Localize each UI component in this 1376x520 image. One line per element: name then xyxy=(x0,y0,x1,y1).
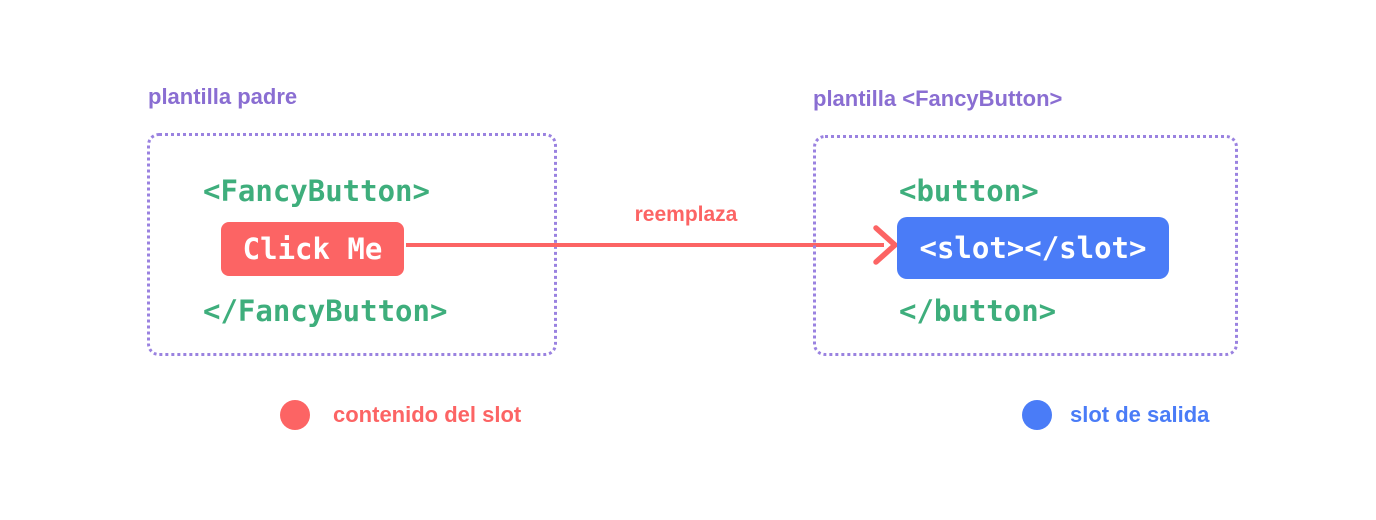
slot-outlet: <slot></slot> xyxy=(897,217,1169,279)
click-me-slot-content: Click Me xyxy=(221,222,404,276)
replace-arrow-label: reemplaza xyxy=(634,203,738,226)
parent-template-title: plantilla padre xyxy=(148,84,298,109)
button-close-tag: </button> xyxy=(899,294,1057,328)
slot-outlet-legend-label: slot de salida xyxy=(1070,402,1210,427)
button-open-tag: <button> xyxy=(899,174,1039,208)
fancybutton-open-tag: <FancyButton> xyxy=(203,174,430,208)
fancybutton-template-title: plantilla <FancyButton> xyxy=(813,86,1063,111)
slot-outlet-dot-icon xyxy=(1022,400,1052,430)
slot-content-dot-icon xyxy=(280,400,310,430)
fancybutton-template-box xyxy=(813,135,1238,356)
slot-content-legend-label: contenido del slot xyxy=(333,402,522,427)
fancybutton-close-tag: </FancyButton> xyxy=(203,294,448,328)
